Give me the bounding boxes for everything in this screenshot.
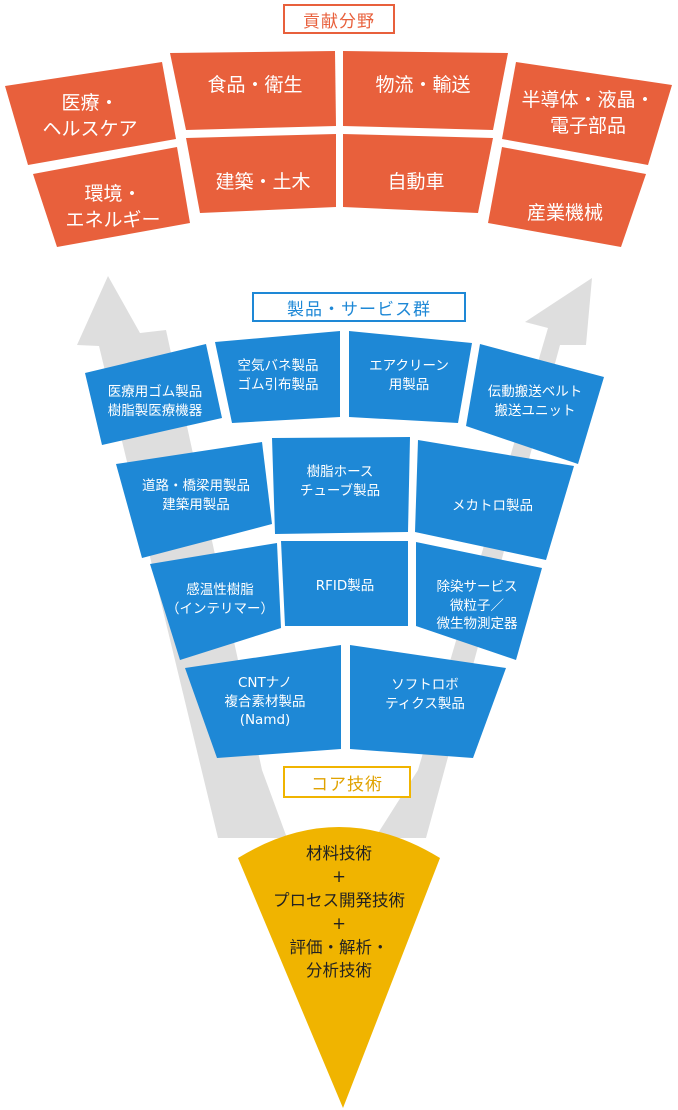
contrib-cell-automotive bbox=[343, 134, 493, 213]
contrib-cell-logistics bbox=[343, 51, 508, 130]
product-cell-soft-robotics bbox=[350, 645, 506, 758]
product-cell-rfid bbox=[281, 541, 408, 626]
contribution-title: 貢献分野 bbox=[283, 4, 395, 34]
contrib-cell-food bbox=[170, 51, 336, 130]
product-cell-decontamination bbox=[416, 542, 542, 660]
product-cell-belt bbox=[466, 344, 604, 464]
contrib-cell-semiconductor bbox=[502, 62, 672, 165]
contrib-cell-construction bbox=[186, 134, 336, 213]
product-cell-cnt bbox=[185, 645, 341, 758]
product-cell-medical-rubber bbox=[85, 344, 222, 445]
core-technology-text: 材料技術 + プロセス開発技術 + 評価・解析・ 分析技術 bbox=[273, 844, 405, 981]
product-cell-mechatronics bbox=[415, 440, 574, 560]
product-cell-hose bbox=[272, 437, 410, 534]
product-cell-intelimer bbox=[150, 543, 281, 660]
product-cell-air-spring bbox=[215, 331, 340, 423]
contrib-cell-healthcare bbox=[5, 62, 176, 165]
products-title: 製品・サービス群 bbox=[252, 292, 466, 322]
product-cell-road bbox=[116, 442, 272, 558]
core-title: コア技術 bbox=[283, 766, 411, 798]
product-cell-air-clean bbox=[349, 331, 472, 423]
contrib-cell-environment bbox=[33, 147, 190, 247]
contrib-cell-machinery bbox=[488, 147, 646, 247]
core-fan bbox=[238, 827, 440, 1108]
